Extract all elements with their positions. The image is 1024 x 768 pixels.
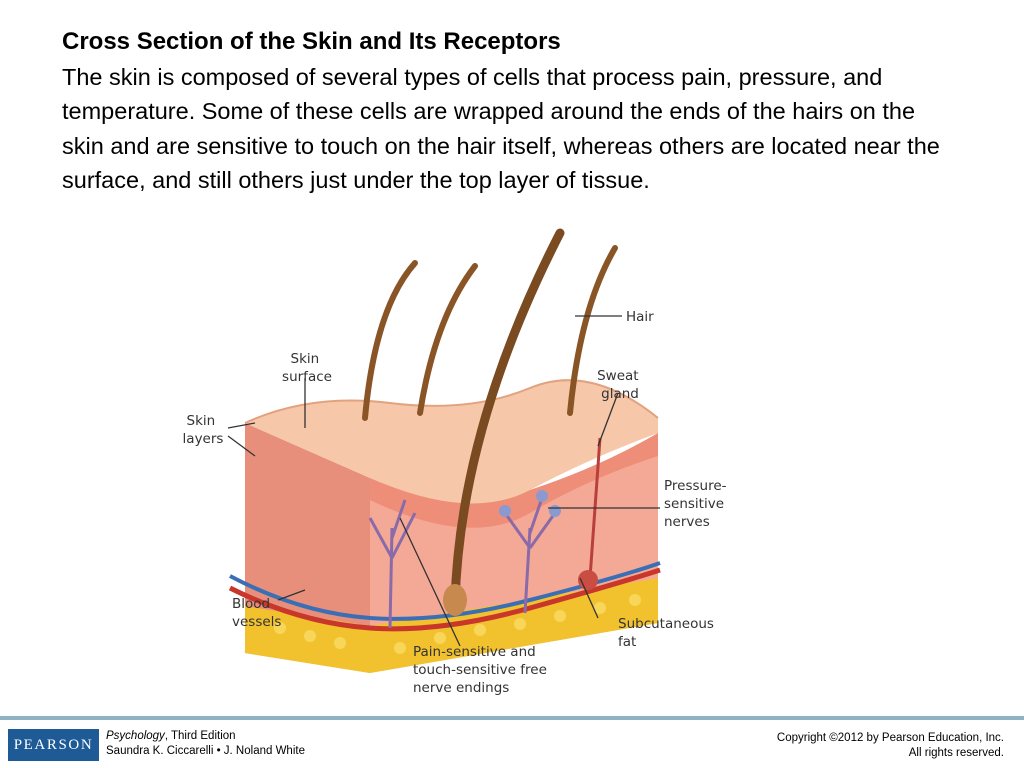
label-skin-surface-line-2: surface (282, 369, 332, 385)
label-hair: Hair (626, 309, 654, 325)
label-skin-surface-line-1: Skin (291, 351, 320, 367)
label-pressure-sensitive-nerves: Pressure- sensitive nerves (664, 478, 731, 530)
nerve-endings-left (368, 499, 417, 629)
label-sweat-gland: Sweat gland (597, 368, 643, 402)
hair-follicle-bulb (443, 584, 467, 616)
pressure-nerves (503, 497, 557, 614)
book-title: Psychology (106, 730, 165, 742)
skin-surface-top (245, 380, 658, 504)
label-subcutaneous-fat: Subcutaneous fat (618, 616, 718, 650)
book-authors: Saundra K. Ciccarelli • J. Noland White (106, 745, 305, 757)
label-skin-layers-line-2: layers (183, 431, 224, 447)
label-skin-layers: Skin layers (183, 413, 224, 447)
copyright-notice: Copyright ©2012 by Pearson Education, In… (777, 731, 1004, 761)
label-pressure-line-3: nerves (664, 514, 710, 530)
label-blood-vessels-line-1: Blood (232, 596, 270, 612)
footer-divider (0, 716, 1024, 720)
skin-cross-section-figure: Skin surface Skin layers Hair Sweat glan… (160, 228, 760, 700)
label-sweat-gland-line-2: gland (601, 386, 639, 402)
label-sweat-gland-line-1: Sweat (597, 368, 638, 384)
label-pressure-line-1: Pressure- (664, 478, 727, 494)
label-free-nerve-endings: Pain-sensitive and touch-sensitive free … (413, 644, 551, 696)
slide-title: Cross Section of the Skin and Its Recept… (62, 28, 561, 55)
book-credit: Psychology, Third Edition Saundra K. Cic… (106, 729, 305, 759)
blood-vessel-blue (229, 561, 661, 621)
label-free-nerve-line-2: touch-sensitive free (413, 662, 547, 678)
label-subcutaneous-line-1: Subcutaneous (618, 616, 714, 632)
label-subcutaneous-line-2: fat (618, 634, 636, 650)
hair-strand-1 (362, 260, 418, 421)
label-blood-vessels-line-2: vessels (232, 614, 281, 630)
hair-strand-2 (417, 263, 478, 416)
blood-vessel-red (228, 567, 661, 632)
label-skin-layers-line-1: Skin (187, 413, 216, 429)
hair-strand-4 (567, 245, 618, 416)
label-free-nerve-line-3: nerve endings (413, 680, 509, 696)
epidermis-layer (370, 433, 658, 528)
label-skin-surface: Skin surface (282, 351, 332, 385)
label-free-nerve-line-1: Pain-sensitive and (413, 644, 536, 660)
copyright-line-2: All rights reserved. (908, 747, 1004, 759)
hair-strand-3 (450, 228, 565, 608)
slide-body-text: The skin is composed of several types of… (62, 64, 940, 193)
pearson-logo: PEARSON (8, 729, 99, 761)
skin-diagram: Skin surface Skin layers Hair Sweat glan… (183, 228, 731, 696)
label-blood-vessels: Blood vessels (232, 596, 281, 630)
book-edition: , Third Edition (164, 730, 236, 742)
label-pressure-line-2: sensitive (664, 496, 724, 512)
copyright-line-1: Copyright ©2012 by Pearson Education, In… (776, 732, 1004, 744)
